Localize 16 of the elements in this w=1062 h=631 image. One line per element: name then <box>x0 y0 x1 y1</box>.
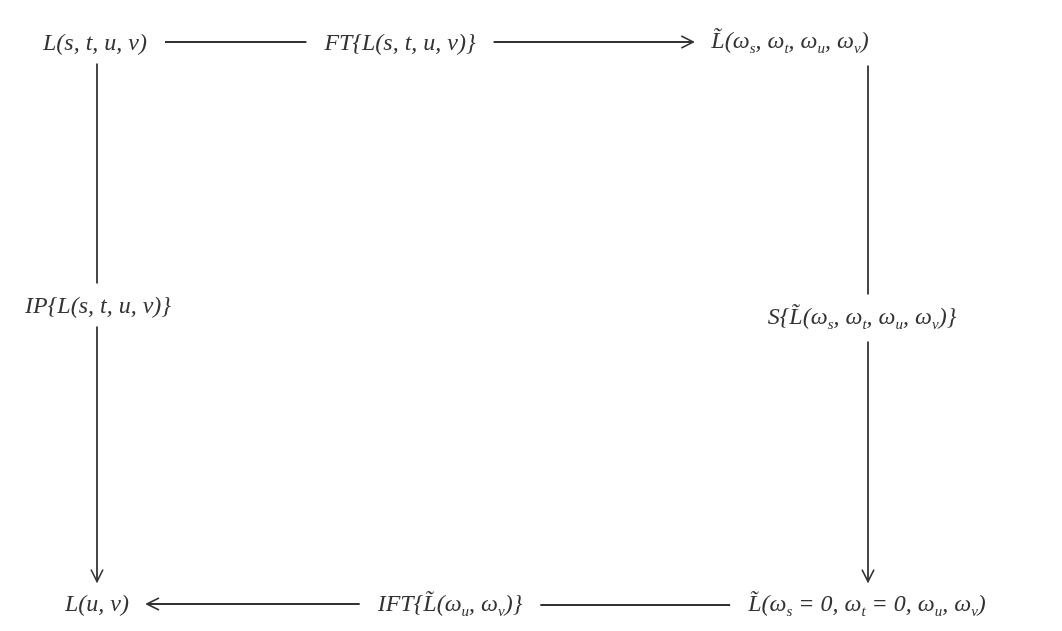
math-expression: L̃(ω$_{s}$ = 0, ω$_{t}$ = 0, ω$_{u}$, ω$_{v}$) <box>748 589 986 621</box>
math-expression: FT{L(s, t, u, v)} <box>324 28 476 56</box>
math-expression: L̃(ω$_{s}$, ω$_{t}$, ω$_{u}$, ω$_{v}$) <box>711 26 869 58</box>
math-expression: L(u, v) <box>65 589 129 617</box>
connector-line <box>539 604 732 606</box>
math-expression: L(s, t, u, v) <box>43 28 147 56</box>
connector-line <box>96 62 98 285</box>
arrow <box>492 35 695 49</box>
math-expression: S{L̃(ω$_{s}$, ω$_{t}$, ω$_{u}$, ω$_{v}$)} <box>767 302 957 334</box>
math-expression: IFT{L̃(ω$_{u}$, ω$_{v}$)} <box>377 589 523 621</box>
arrow <box>90 325 104 583</box>
connector-line <box>867 64 869 296</box>
connector-line <box>164 41 308 43</box>
arrow <box>861 340 875 583</box>
arrow <box>146 597 361 611</box>
math-expression: IP{L(s, t, u, v)} <box>25 291 171 319</box>
